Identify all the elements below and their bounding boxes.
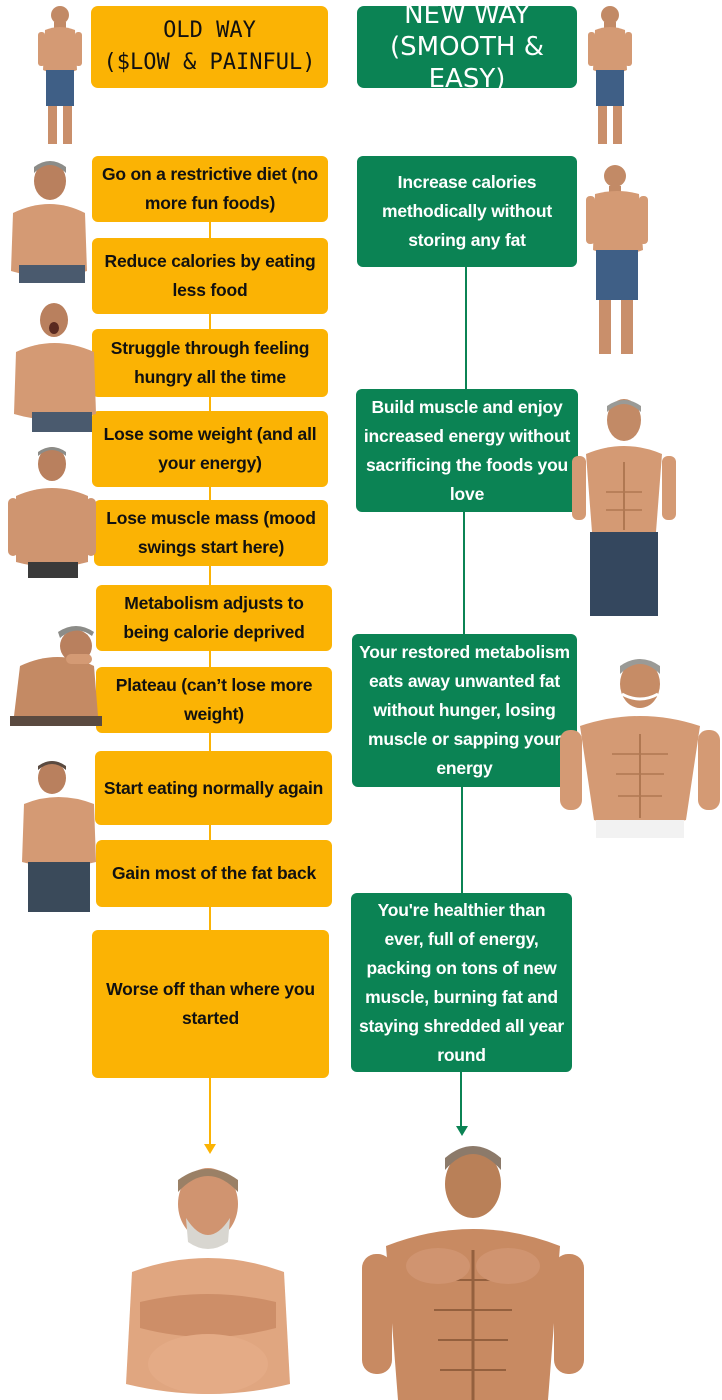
man-sitting-exhausted-photo bbox=[10, 626, 102, 726]
new-way-connector bbox=[465, 265, 467, 395]
old-step-7: Plateau (can’t lose more weight) bbox=[96, 667, 332, 733]
man-overweight-standing-photo bbox=[586, 165, 648, 354]
new-way-title: NEW WAY bbox=[404, 0, 530, 30]
old-step-2: Reduce calories by eating less food bbox=[92, 238, 328, 314]
man-obese-arms-crossed-photo bbox=[126, 1168, 290, 1394]
old-way-subtitle: ($LOW & PAINFUL) bbox=[103, 50, 316, 75]
new-way-subtitle: (SMOOTH & EASY) bbox=[390, 32, 544, 94]
man-overweight-photo bbox=[11, 161, 87, 283]
man-looking-down-disappointed-photo bbox=[22, 761, 96, 912]
old-step-10: Worse off than where you started bbox=[92, 930, 329, 1078]
man-tired-photo bbox=[8, 447, 96, 578]
new-step-2: Build muscle and enjoy increased energy … bbox=[356, 389, 578, 512]
new-step-4: You're healthier than ever, full of ener… bbox=[351, 893, 572, 1072]
old-way-title: OLD WAY bbox=[163, 18, 256, 43]
old-step-3: Struggle through feeling hungry all the … bbox=[92, 329, 328, 397]
man-muscular-smiling-photo bbox=[560, 659, 720, 838]
new-way-arrow-icon bbox=[456, 1126, 468, 1136]
old-step-6: Metabolism adjusts to being calorie depr… bbox=[96, 585, 332, 651]
new-step-1: Increase calories methodically without s… bbox=[357, 156, 577, 267]
old-step-9: Gain most of the fat back bbox=[96, 840, 332, 907]
old-way-arrow-icon bbox=[204, 1144, 216, 1154]
man-standing-before-photo bbox=[38, 6, 82, 144]
new-way-connector bbox=[461, 786, 463, 894]
man-lean-athletic-photo bbox=[572, 399, 676, 616]
old-step-8: Start eating normally again bbox=[95, 751, 332, 825]
old-step-5: Lose muscle mass (mood swings start here… bbox=[94, 500, 328, 566]
man-standing-before-photo bbox=[588, 6, 632, 144]
man-shredded-muscular-photo bbox=[362, 1146, 584, 1400]
old-step-1: Go on a restrictive diet (no more fun fo… bbox=[92, 156, 328, 222]
new-way-header: NEW WAY (SMOOTH & EASY) bbox=[357, 0, 577, 94]
man-frustrated-shouting-photo bbox=[14, 303, 96, 432]
new-step-3: Your restored metabolism eats away unwan… bbox=[352, 634, 577, 787]
new-way-connector bbox=[460, 1072, 462, 1130]
new-way-connector bbox=[463, 510, 465, 635]
old-way-header: OLD WAY ($LOW & PAINFUL) bbox=[91, 6, 328, 88]
old-step-4: Lose some weight (and all your energy) bbox=[92, 411, 328, 487]
